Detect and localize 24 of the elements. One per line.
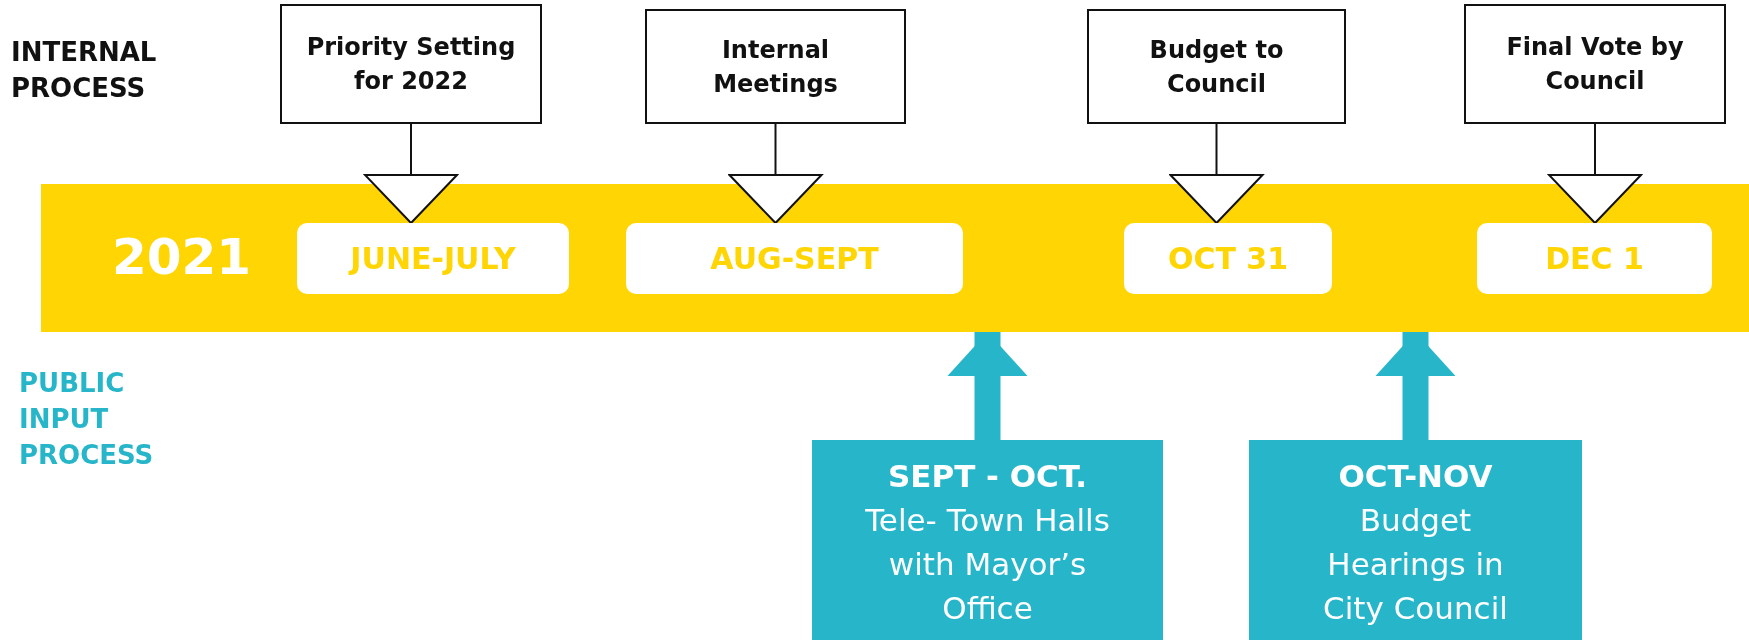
date-heading: SEPT - OCT. [887, 457, 1088, 496]
section-label: PUBLIC INPUT PROCESS [19, 367, 155, 472]
arrow [1548, 123, 1642, 224]
arrow [947, 332, 1028, 440]
arrow [728, 123, 823, 224]
arrow [364, 123, 458, 224]
event-description: Tele- Town Halls with Mayor’s Office [864, 501, 1111, 628]
callout-box: Final Vote by Council [1464, 4, 1726, 124]
event-description: Budget Hearings in City Council [1322, 501, 1509, 628]
info-box [812, 440, 1163, 640]
arrow [1169, 123, 1264, 224]
date-heading: OCT-NOV [1338, 457, 1493, 496]
callout-box: Budget to Council [1087, 9, 1346, 124]
date-pill: JUNE-JULY [297, 223, 569, 294]
callout-box: Internal Meetings [645, 9, 906, 124]
callout-box: Priority Setting for 2022 [280, 4, 542, 124]
info-box [1249, 440, 1582, 640]
date-pill: OCT 31 [1124, 223, 1332, 294]
date-pill: DEC 1 [1477, 223, 1712, 294]
date-pill: AUG-SEPT [626, 223, 963, 294]
year-label: 2021 [112, 227, 252, 287]
section-label: INTERNAL PROCESS [11, 36, 158, 105]
arrow [1375, 332, 1456, 440]
timeline-band [41, 184, 1749, 332]
